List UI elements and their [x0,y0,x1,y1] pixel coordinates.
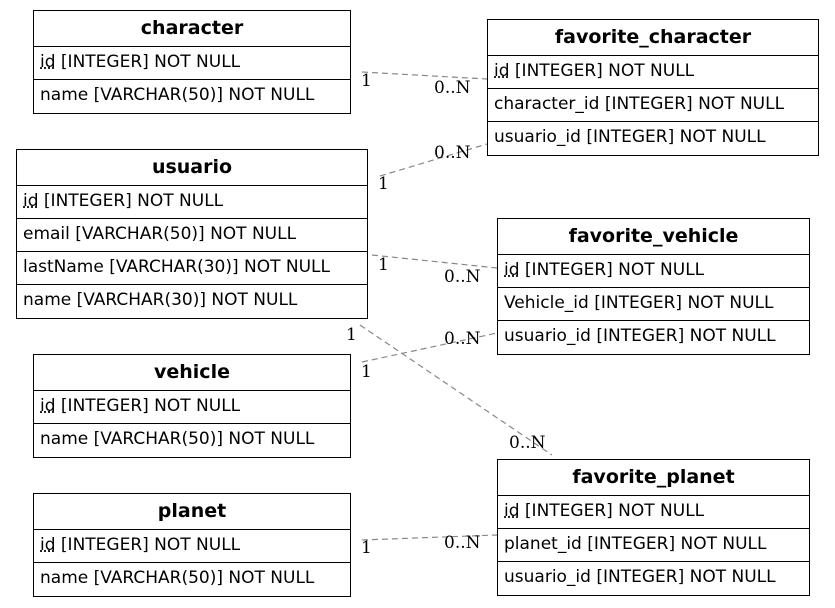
field-row: lastName [VARCHAR(30)] NOT NULL [17,252,367,285]
entity-favorite-vehicle[interactable]: favorite_vehicle id [INTEGER] NOT NULL V… [497,218,810,355]
field-text: [INTEGER] NOT NULL [55,396,241,416]
field-text: name [VARCHAR(30)] NOT NULL [23,290,298,310]
field-row: id [INTEGER] NOT NULL [17,186,367,219]
entity-planet[interactable]: planet id [INTEGER] NOT NULL name [VARCH… [33,493,351,597]
field-row: name [VARCHAR(50)] NOT NULL [34,424,350,457]
entity-title: favorite_vehicle [498,219,809,255]
entity-favorite-planet[interactable]: favorite_planet id [INTEGER] NOT NULL pl… [497,459,810,596]
entity-title: favorite_planet [498,460,809,496]
rel-usuario-favorite-planet [359,324,553,456]
cardinality-label: 0..N [444,329,481,349]
entity-title: planet [34,494,350,530]
field-text: Vehicle_id [INTEGER] NOT NULL [504,293,774,313]
field-row: Vehicle_id [INTEGER] NOT NULL [498,288,809,321]
field-text: usuario_id [INTEGER] NOT NULL [494,127,766,147]
field-text: [INTEGER] NOT NULL [519,260,705,280]
entity-character[interactable]: character id [INTEGER] NOT NULL name [VA… [33,10,351,114]
field-text: character_id [INTEGER] NOT NULL [494,94,785,114]
primary-key: id [40,52,56,72]
cardinality-label: 1 [346,325,357,345]
field-row: character_id [INTEGER] NOT NULL [488,89,818,122]
rel-character-favorite-character [361,71,488,80]
primary-key: id [494,61,510,81]
rel-planet-favorite-planet [361,534,498,541]
cardinality-label: 1 [361,538,372,558]
entity-title: usuario [17,150,367,186]
field-text: [INTEGER] NOT NULL [55,535,241,555]
field-text: [INTEGER] NOT NULL [55,52,241,72]
primary-key: id [504,260,520,280]
primary-key: id [504,501,520,521]
field-text: [INTEGER] NOT NULL [38,191,224,211]
field-text: name [VARCHAR(50)] NOT NULL [40,568,315,588]
field-row: name [VARCHAR(50)] NOT NULL [34,563,350,596]
field-row: usuario_id [INTEGER] NOT NULL [498,321,809,354]
field-text: [INTEGER] NOT NULL [519,501,705,521]
field-row: usuario_id [INTEGER] NOT NULL [488,122,818,155]
field-row: email [VARCHAR(50)] NOT NULL [17,219,367,252]
field-row: id [INTEGER] NOT NULL [34,47,350,80]
field-row: id [INTEGER] NOT NULL [34,530,350,563]
field-row: usuario_id [INTEGER] NOT NULL [498,562,809,595]
field-text: name [VARCHAR(50)] NOT NULL [40,85,315,105]
cardinality-label: 0..N [444,267,481,287]
cardinality-label: 0..N [509,433,546,453]
field-text: lastName [VARCHAR(30)] NOT NULL [23,257,331,277]
field-text: email [VARCHAR(50)] NOT NULL [23,224,297,244]
rel-usuario-favorite-character [379,143,488,177]
entity-vehicle[interactable]: vehicle id [INTEGER] NOT NULL name [VARC… [33,354,351,458]
entity-usuario[interactable]: usuario id [INTEGER] NOT NULL email [VAR… [16,149,368,319]
field-row: id [INTEGER] NOT NULL [498,255,809,288]
field-row: name [VARCHAR(30)] NOT NULL [17,285,367,318]
cardinality-label: 1 [361,362,372,382]
cardinality-label: 0..N [434,78,471,98]
field-text: name [VARCHAR(50)] NOT NULL [40,429,315,449]
field-row: id [INTEGER] NOT NULL [34,391,350,424]
field-text: usuario_id [INTEGER] NOT NULL [504,567,776,587]
field-row: id [INTEGER] NOT NULL [498,496,809,529]
entity-title: favorite_character [488,20,818,56]
rel-usuario-favorite-vehicle [371,254,498,269]
entity-title: vehicle [34,355,350,391]
field-row: id [INTEGER] NOT NULL [488,56,818,89]
cardinality-label: 0..N [444,533,481,553]
entity-favorite-character[interactable]: favorite_character id [INTEGER] NOT NULL… [487,19,819,156]
primary-key: id [23,191,39,211]
field-text: planet_id [INTEGER] NOT NULL [504,534,767,554]
cardinality-label: 1 [378,255,389,275]
entity-title: character [34,11,350,47]
primary-key: id [40,535,56,555]
cardinality-label: 1 [361,71,372,91]
field-text: usuario_id [INTEGER] NOT NULL [504,326,776,346]
field-row: planet_id [INTEGER] NOT NULL [498,529,809,562]
cardinality-label: 0..N [434,143,471,163]
rel-vehicle-favorite-vehicle [361,332,498,363]
field-text: [INTEGER] NOT NULL [509,61,695,81]
cardinality-label: 1 [378,174,389,194]
field-row: name [VARCHAR(50)] NOT NULL [34,80,350,113]
primary-key: id [40,396,56,416]
